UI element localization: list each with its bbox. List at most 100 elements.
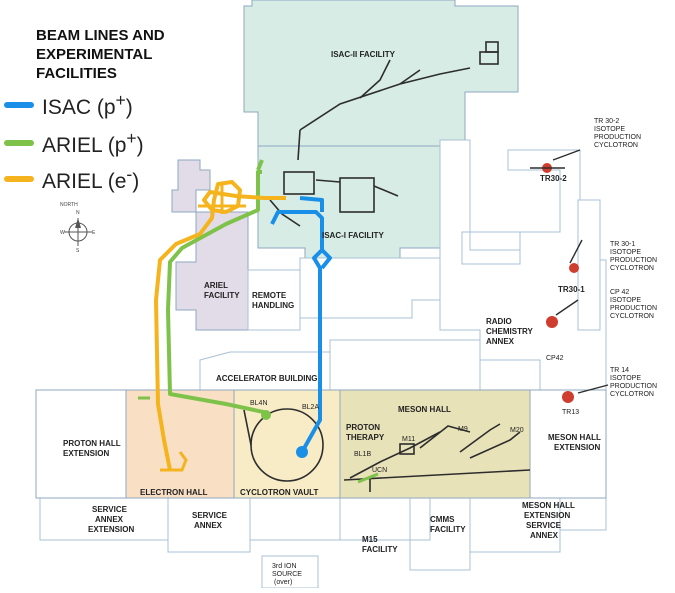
label-ion-source-1: 3rd ION [272, 563, 297, 570]
label-meson-ext-2: EXTENSION [554, 443, 600, 452]
label-proton-therapy-2: THERAPY [346, 433, 385, 442]
compass-n: N [76, 210, 80, 216]
isac-beamline [270, 196, 332, 453]
isac1-building [257, 145, 441, 259]
label-proton-ext-2: EXTENSION [63, 449, 109, 458]
label-tr13: TR13 [562, 409, 579, 416]
label-tr301: TR30-1 [558, 285, 585, 294]
callout-tr302-2: ISOTOPE [594, 126, 625, 133]
legend-label-isac: ISAC (p+) [42, 90, 133, 119]
ariel-proton-bl4n [256, 159, 264, 171]
isac2-building [243, 0, 519, 147]
label-meson-ext-service-1: MESON HALL [522, 501, 575, 510]
label-ucn: UCN [372, 467, 387, 474]
label-remote-2: HANDLING [252, 301, 294, 310]
ucn-green [357, 472, 379, 484]
label-isac1: ISAC-I FACILITY [322, 231, 384, 240]
label-radio-chem-3: ANNEX [486, 337, 515, 346]
ariel-upper-building [171, 159, 211, 213]
compass-rose [64, 218, 92, 246]
ariel-electron-loops [198, 184, 246, 214]
ariel-building [175, 211, 249, 331]
callout-tr301-3: PRODUCTION [610, 257, 657, 264]
electron-hall [125, 389, 235, 499]
compass-north: NORTH [60, 202, 78, 208]
label-meson-ext-service-3: SERVICE [526, 521, 562, 530]
label-service-annex-2: ANNEX [194, 521, 223, 530]
ariel-electron-beamline [154, 180, 286, 471]
label-tr302: TR30-2 [540, 174, 567, 183]
compass-e: E [92, 230, 96, 236]
callout-tr301-4: CYCLOTRON [610, 265, 654, 272]
legend-item-isac: ISAC (p+) [4, 90, 133, 120]
callout-cp42-2: ISOTOPE [610, 297, 641, 304]
callout-tr14-1: TR 14 [610, 367, 629, 374]
legend-title-line-1: BEAM LINES AND [36, 27, 165, 44]
cp42-cyclotron [546, 316, 558, 328]
label-cmms-1: CMMS [430, 515, 455, 524]
label-m15-2: FACILITY [362, 545, 398, 554]
compass-w: W [60, 230, 65, 236]
callout-tr14-4: CYCLOTRON [610, 391, 654, 398]
label-ion-source-3: (over) [274, 579, 292, 586]
legend-label-ariel-e: ARIEL (e-) [42, 164, 140, 193]
label-ion-source-2: SOURCE [272, 571, 302, 578]
tr14-arrow [577, 384, 609, 394]
label-m15-1: M15 [362, 535, 378, 544]
label-bl4n: BL4N [250, 400, 268, 407]
label-service-annex-ext-1: SERVICE [92, 505, 128, 514]
label-accelerator: ACCELERATOR BUILDING [216, 374, 317, 383]
callout-tr14-3: PRODUCTION [610, 383, 657, 390]
legend-swatch-ariel-p [4, 140, 34, 146]
callout-tr14-2: ISOTOPE [610, 375, 641, 382]
electron-hall-orange [160, 451, 188, 472]
label-ariel-1: ARIEL [204, 281, 228, 290]
tr13-cyclotron [562, 391, 574, 403]
tr301-arrow [569, 239, 583, 264]
cp42-arrow [555, 299, 579, 316]
callout-tr302-4: CYCLOTRON [594, 142, 638, 149]
callout-tr301-1: TR 30-1 [610, 241, 635, 248]
legend-title: BEAM LINES AND EXPERIMENTAL FACILITIES [36, 26, 165, 83]
label-cyclotron-vault: CYCLOTRON VAULT [240, 488, 318, 497]
label-radio-chem-1: RADIO [486, 317, 512, 326]
callout-tr301-2: ISOTOPE [610, 249, 641, 256]
label-m9: M9 [458, 426, 468, 433]
ariel-proton-beamline [166, 170, 269, 415]
bl2a-target [296, 446, 308, 458]
label-cmms-2: FACILITY [430, 525, 466, 534]
legend-item-ariel-e: ARIEL (e-) [4, 164, 139, 194]
tr302-arrow [552, 149, 581, 161]
label-meson-ext-service-2: EXTENSION [524, 511, 570, 520]
label-m11: M11 [402, 436, 415, 443]
legend-title-line-3: FACILITIES [36, 65, 117, 82]
legend-label-ariel-p: ARIEL (p+) [42, 128, 144, 157]
legend-title-line-2: EXPERIMENTAL [36, 46, 153, 63]
bl4n-target [261, 410, 271, 420]
callout-cp42-3: PRODUCTION [610, 305, 657, 312]
callout-tr302-3: PRODUCTION [594, 134, 641, 141]
label-electron-hall: ELECTRON HALL [140, 488, 208, 497]
label-remote-1: REMOTE [252, 291, 287, 300]
legend-item-ariel-p: ARIEL (p+) [4, 128, 144, 158]
callout-cp42-4: CYCLOTRON [610, 313, 654, 320]
label-service-annex-ext-2: ANNEX [95, 515, 124, 524]
label-m20: M20 [510, 427, 524, 434]
label-service-annex-ext-3: EXTENSION [88, 525, 134, 534]
label-proton-ext-1: PROTON HALL [63, 439, 121, 448]
label-service-annex-1: SERVICE [192, 511, 228, 520]
label-meson-hall: MESON HALL [398, 405, 451, 414]
meson-hall-ext [529, 389, 607, 499]
legend-swatch-ariel-e [4, 176, 34, 182]
tr301-cyclotron [569, 263, 579, 273]
label-ariel-2: FACILITY [204, 291, 240, 300]
callout-tr302-1: TR 30-2 [594, 118, 619, 125]
label-meson-ext-service-4: ANNEX [530, 531, 559, 540]
label-bl2a: BL2A [302, 404, 319, 411]
proton-hall-ext [35, 389, 127, 499]
compass-s: S [76, 248, 80, 254]
label-bl1b: BL1B [354, 451, 371, 458]
label-cp42: CP42 [546, 355, 564, 362]
label-radio-chem-2: CHEMISTRY [486, 327, 533, 336]
